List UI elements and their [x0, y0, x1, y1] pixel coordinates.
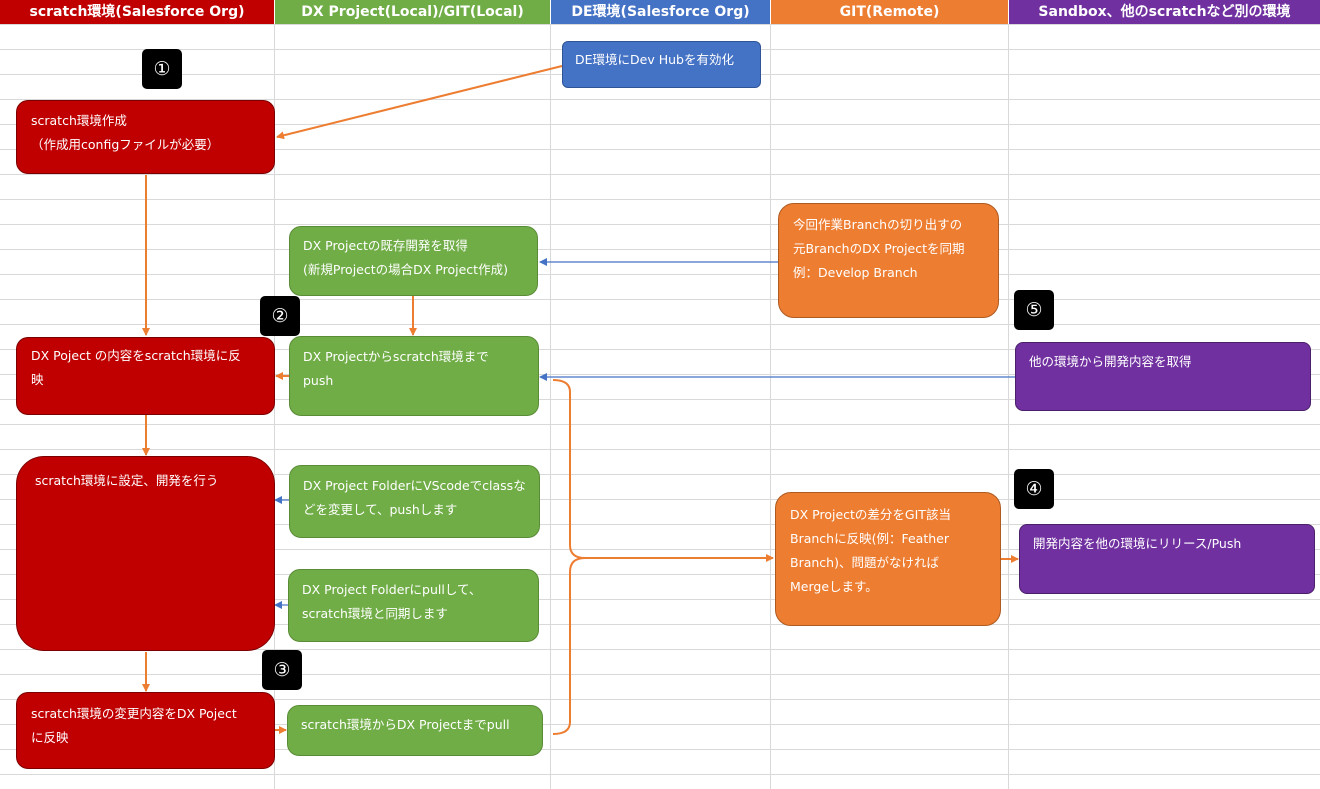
- box-scratch-create: scratch環境作成 （作成用configファイルが必要）: [16, 100, 275, 174]
- box-text: Branch)、問題がなければ: [790, 555, 939, 570]
- step-marker-1: ①: [142, 49, 182, 89]
- box-text: Mergeします。: [790, 579, 878, 594]
- box-text: （作成用configファイルが必要）: [31, 137, 220, 152]
- box-merge: DX Projectの差分をGIT該当 Branchに反映(例：Feather …: [775, 492, 1001, 626]
- box-text: DX Project FolderにVScodeでclassな: [303, 478, 526, 493]
- box-text: 例：Develop Branch: [793, 265, 918, 280]
- box-text: DX Projectからscratch環境まで: [303, 349, 489, 364]
- box-text: scratch環境と同期します: [302, 606, 448, 621]
- box-vscode-push: DX Project FolderにVScodeでclassな どを変更して、p…: [289, 465, 540, 538]
- box-text: DX Projectの既存開発を取得: [303, 238, 468, 253]
- box-text: 他の環境から開発内容を取得: [1029, 354, 1192, 369]
- box-push-project: DX Projectからscratch環境まで push: [289, 336, 539, 416]
- box-reflect-changes: scratch環境の変更内容をDX Poject に反映: [16, 692, 275, 769]
- box-text: DX Projectの差分をGIT該当: [790, 507, 951, 522]
- box-get-other-env: 他の環境から開発内容を取得: [1015, 342, 1311, 411]
- box-text: DX Poject の内容をscratch環境に反: [31, 348, 241, 363]
- box-reflect-dx-project: DX Poject の内容をscratch環境に反 映: [16, 337, 275, 415]
- box-text: Branchに反映(例：Feather: [790, 531, 949, 546]
- box-text: DE環境にDev Hubを有効化: [575, 52, 734, 67]
- box-folder-pull: DX Project Folderにpullして、 scratch環境と同期しま…: [288, 569, 539, 642]
- box-text: DX Project Folderにpullして、: [302, 582, 482, 597]
- lane-header-git-remote: GIT(Remote): [771, 0, 1008, 24]
- box-develop-in-scratch: scratch環境に設定、開発を行う: [16, 456, 275, 651]
- box-pull-project: scratch環境からDX Projectまでpull: [287, 705, 543, 756]
- lane-header-dx-project: DX Project(Local)/GIT(Local): [275, 0, 550, 24]
- step-marker-3: ③: [262, 650, 302, 690]
- box-text: scratch環境の変更内容をDX Poject: [31, 706, 237, 721]
- box-text: 開発内容を他の環境にリリース/Push: [1033, 536, 1242, 551]
- box-text: に反映: [31, 730, 69, 745]
- step-marker-4: ④: [1014, 469, 1054, 509]
- box-text: scratch環境からDX Projectまでpull: [301, 717, 510, 732]
- lane-header-sandbox: Sandbox、他のscratchなど別の環境: [1009, 0, 1320, 24]
- box-get-project: DX Projectの既存開発を取得 (新規Projectの場合DX Proje…: [289, 226, 538, 296]
- box-text: どを変更して、pushします: [303, 502, 458, 517]
- box-text: 今回作業Branchの切り出すの: [793, 217, 963, 232]
- box-dev-hub: DE環境にDev Hubを有効化: [562, 41, 761, 88]
- box-text: scratch環境作成: [31, 113, 127, 128]
- lane-header-scratch: scratch環境(Salesforce Org): [0, 0, 274, 24]
- box-text: push: [303, 373, 334, 388]
- box-text: scratch環境に設定、開発を行う: [35, 473, 219, 488]
- box-text: 元BranchのDX Projectを同期: [793, 241, 965, 256]
- box-text: 映: [31, 372, 44, 387]
- box-text: (新規Projectの場合DX Project作成): [303, 262, 508, 277]
- box-sync-branch: 今回作業Branchの切り出すの 元BranchのDX Projectを同期 例…: [778, 203, 999, 318]
- step-marker-5: ⑤: [1014, 290, 1054, 330]
- step-marker-2: ②: [260, 296, 300, 336]
- box-release: 開発内容を他の環境にリリース/Push: [1019, 524, 1315, 594]
- lane-header-de-org: DE環境(Salesforce Org): [551, 0, 770, 24]
